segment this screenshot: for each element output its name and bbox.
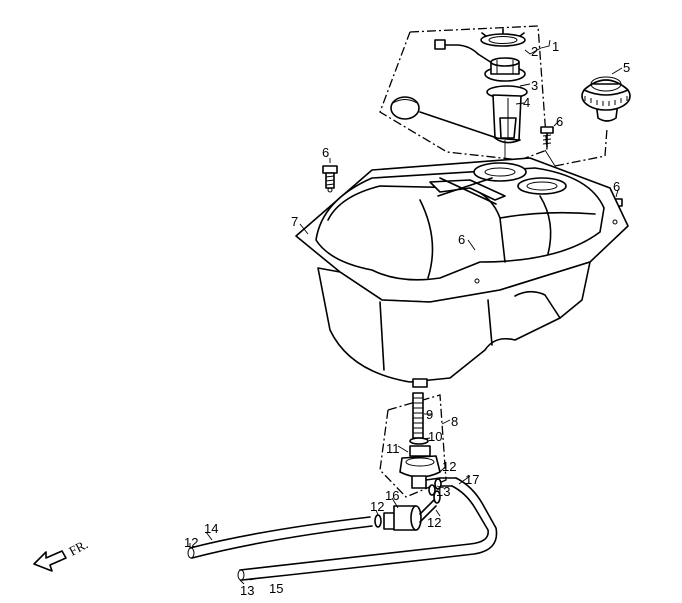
fuel-cap-part-5 (581, 76, 631, 122)
callout-12-a: 12 (442, 459, 456, 474)
o-ring-part-10 (409, 437, 429, 445)
callout-12-d: 12 (184, 535, 198, 550)
fuel-hose-part-15-17 (237, 477, 498, 581)
bolt-part-6-a (540, 126, 554, 148)
bolt-part-6-b (322, 165, 338, 189)
inline-filter-part-16 (383, 499, 437, 531)
callout-6-a: 6 (556, 114, 563, 129)
callout-10: 10 (428, 429, 442, 444)
callout-numbers: 1 2 3 4 5 6 6 6 6 7 8 9 10 11 12 13 17 1… (184, 39, 630, 598)
locking-ring-part-2 (480, 28, 526, 47)
callout-leaders (189, 39, 623, 585)
callout-6-c: 6 (613, 179, 620, 194)
level-sensor-float (390, 96, 498, 139)
hose-clip-part-13 (428, 484, 436, 496)
fuel-hose-part-14 (187, 516, 373, 559)
callout-16: 16 (385, 488, 399, 503)
forward-direction-arrow-icon (33, 550, 67, 572)
callout-12-b: 12 (370, 499, 384, 514)
callout-12-c: 12 (427, 515, 441, 530)
forward-direction-label: FR. (66, 536, 90, 558)
callout-9: 9 (426, 407, 433, 422)
callout-7: 7 (291, 214, 298, 229)
callout-5: 5 (623, 60, 630, 75)
strainer-part-9 (412, 392, 424, 439)
callout-8: 8 (451, 414, 458, 429)
pump-flange-part-3 (484, 57, 526, 82)
pump-wire-connector (434, 39, 493, 64)
fuel-valve-part-11 (399, 445, 441, 489)
callout-13-a: 13 (436, 484, 450, 499)
callout-3: 3 (531, 78, 538, 93)
callout-14: 14 (204, 521, 218, 536)
callout-11: 11 (386, 441, 400, 456)
callout-13-b: 13 (240, 583, 254, 598)
callout-1: 1 (552, 39, 559, 54)
callout-4: 4 (523, 95, 530, 110)
callout-6-b: 6 (322, 145, 329, 160)
fuel-pump-group-outline (379, 25, 548, 161)
callout-6-d: 6 (458, 232, 465, 247)
callout-2: 2 (531, 44, 538, 59)
fuel-tank-part-7 (295, 157, 629, 388)
fuel-pump-body-part-4 (486, 85, 528, 144)
callout-17: 17 (465, 472, 479, 487)
callout-15: 15 (269, 581, 283, 596)
